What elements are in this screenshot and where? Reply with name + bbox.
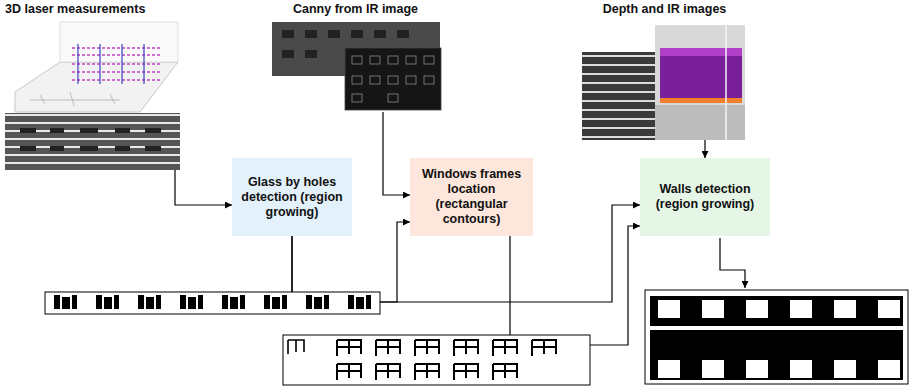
frame-blocks	[335, 338, 569, 362]
process-box: Windows frames location (rectangular con…	[410, 158, 533, 236]
canny-figure	[272, 22, 441, 110]
ir-pole	[725, 25, 727, 140]
laser-scan-figure	[5, 22, 180, 170]
result-frame	[45, 292, 380, 314]
panel-heading: Depth and IR images	[582, 2, 747, 17]
depth-ir-figure	[582, 25, 745, 140]
ir-ground	[655, 105, 745, 140]
ir-top	[660, 48, 742, 56]
flow-arrow	[175, 170, 232, 205]
wall-blocks	[650, 296, 903, 326]
flow-arrow	[510, 226, 640, 345]
canny-edges	[352, 56, 434, 102]
plot-floor	[15, 62, 178, 112]
facade-windows	[20, 128, 161, 151]
panel-heading: 3D laser measurements	[5, 2, 230, 17]
box-label: Walls detection (region growing)	[645, 182, 765, 212]
facade-image	[5, 113, 180, 170]
wall-band	[650, 330, 903, 352]
ground-points	[30, 92, 120, 106]
flow-arrow	[704, 140, 705, 158]
ir-facade	[660, 48, 742, 103]
process-box: Glass by holes detection (region growing…	[232, 158, 352, 236]
process-box: Walls detection (region growing)	[640, 158, 770, 236]
ir-hot-band	[660, 98, 742, 103]
result-frame	[283, 335, 590, 385]
frames-result	[283, 335, 590, 385]
box-label: Glass by holes detection (region growing…	[237, 175, 347, 220]
laser-points	[72, 48, 160, 80]
wall-blocks	[650, 352, 903, 380]
panel-heading: Canny from IR image	[268, 2, 443, 17]
walls-result	[645, 290, 908, 384]
result-frame	[645, 290, 908, 384]
frame-blocks	[335, 360, 530, 384]
output-arrow	[720, 238, 745, 288]
ir-thermal-image	[655, 25, 745, 140]
laser-points-blue	[78, 44, 144, 84]
frame-mark	[288, 340, 304, 354]
box-label: Windows frames location (rectangular con…	[415, 167, 528, 227]
canny-image	[345, 48, 441, 110]
image-panel: Canny from IR image	[268, 2, 443, 112]
image-panel: 3D laser measurements	[5, 2, 230, 170]
flow-arrow	[383, 112, 410, 195]
image-panel: Depth and IR images	[582, 2, 747, 140]
glass-result	[45, 292, 380, 314]
glass-blocks	[48, 295, 377, 311]
depth-image	[582, 52, 660, 140]
